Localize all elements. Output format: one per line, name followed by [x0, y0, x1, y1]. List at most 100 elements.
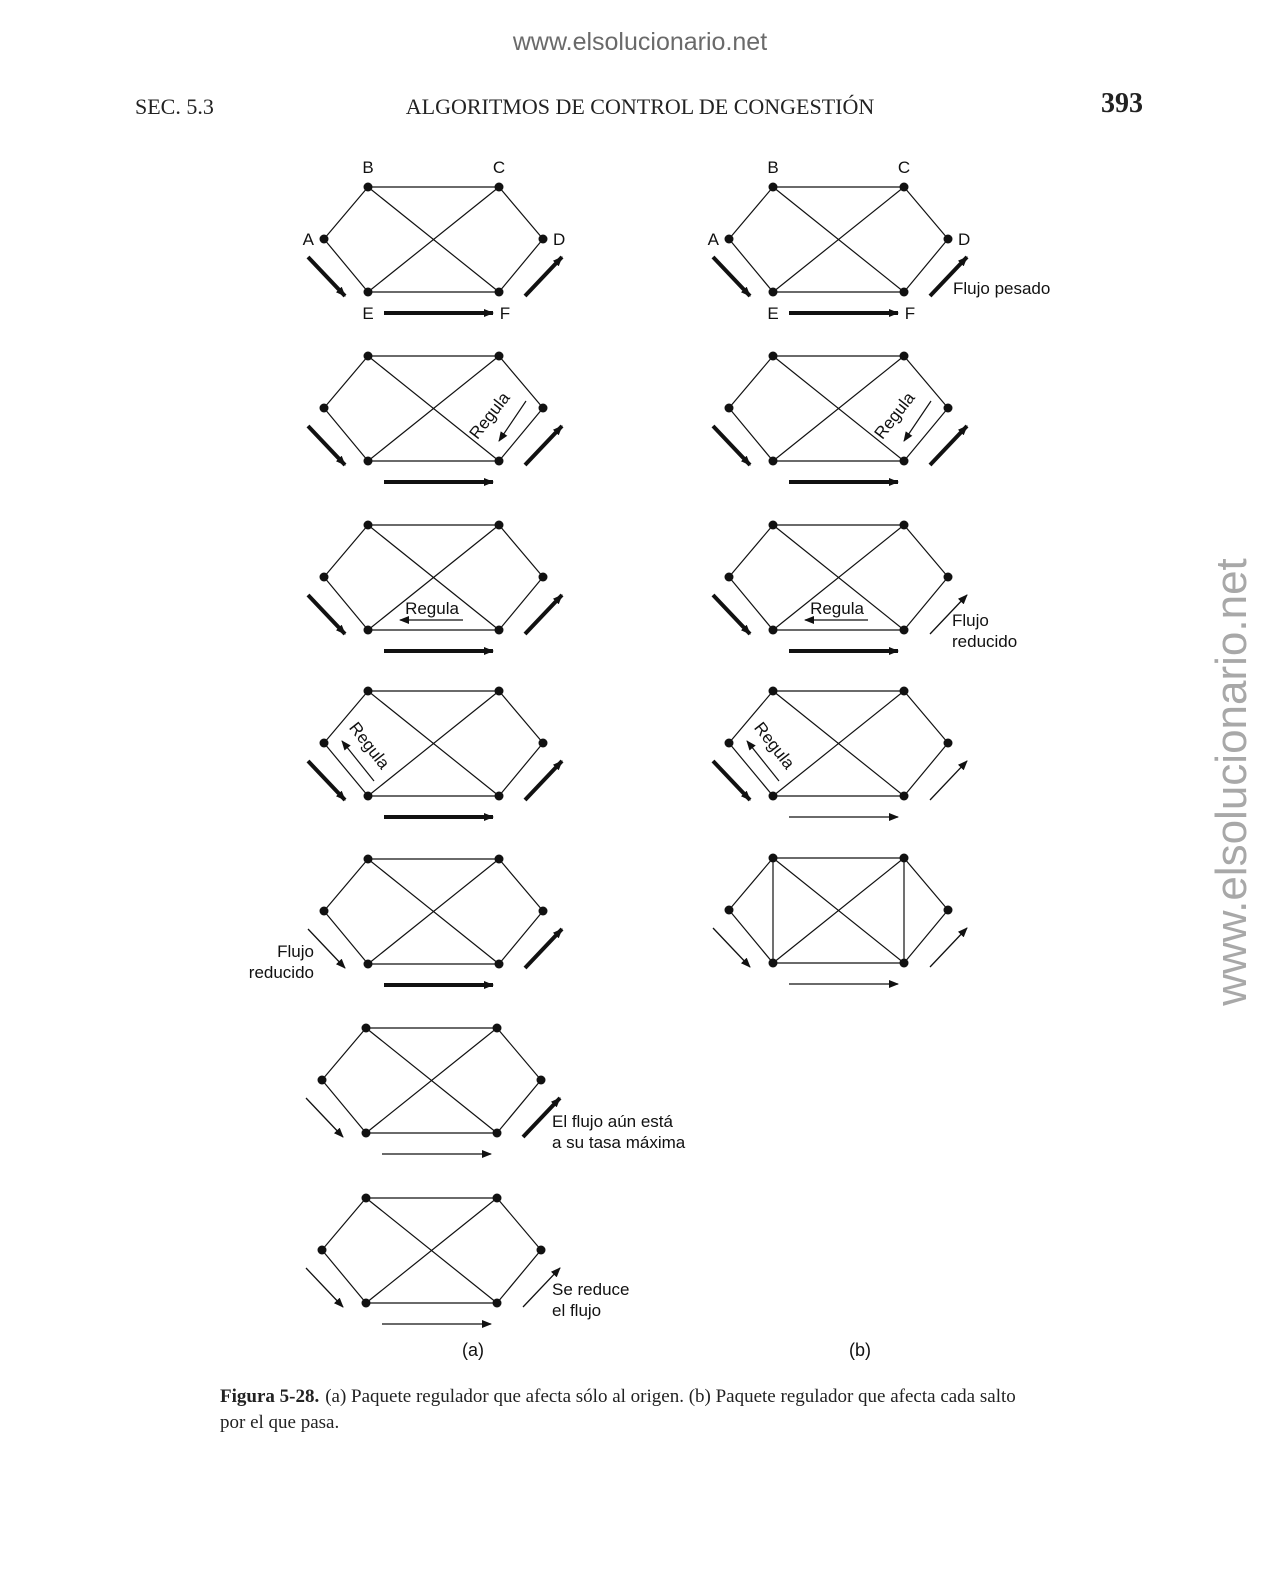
router-node-a: [724, 572, 734, 582]
note-flujo: Flujo: [277, 942, 314, 961]
router-node-f: [899, 456, 909, 466]
router-node-e: [363, 625, 373, 635]
figure-caption: Figura 5-28.(a) Paquete regulador que af…: [220, 1384, 1040, 1436]
router-node-b: [768, 853, 778, 863]
router-node-b: [768, 182, 778, 192]
router-node-b: [768, 686, 778, 696]
link-c-e: [365, 1197, 498, 1304]
router-node-a: [319, 906, 329, 916]
router-node-e: [768, 791, 778, 801]
flow-arrow-a-e: [711, 593, 752, 636]
flow-arrow-a-e: [711, 255, 752, 298]
flow-arrow-a-e: [712, 927, 751, 968]
link-d-f: [903, 238, 949, 293]
choke-packet-arrow: [341, 740, 375, 782]
note-flujo-aun-line1: El flujo aún está: [552, 1112, 674, 1131]
router-node-c: [494, 854, 504, 864]
link-c-d: [498, 355, 544, 409]
link-a-e: [728, 742, 774, 797]
router-node-f: [899, 791, 909, 801]
link-d-f: [903, 407, 949, 462]
link-a-b: [728, 690, 774, 744]
choke-label-regula: Regula: [405, 599, 459, 618]
router-node-d: [943, 572, 953, 582]
router-node-e: [361, 1298, 371, 1308]
node-label-a: A: [303, 230, 315, 249]
node-label-f: F: [905, 304, 915, 323]
flow-arrow-f-d: [928, 424, 969, 467]
choke-packet-arrow: [903, 400, 932, 442]
section-label: SEC. 5.3: [135, 94, 214, 119]
link-a-b: [323, 690, 369, 744]
router-node-e: [363, 791, 373, 801]
choke-packet-arrow: [746, 740, 780, 782]
choke-label-regula: Regula: [466, 388, 514, 443]
link-a-b: [323, 186, 369, 240]
router-node-c: [494, 520, 504, 530]
router-node-b: [363, 854, 373, 864]
page-number: 393: [1101, 88, 1143, 119]
link-c-e: [367, 690, 500, 797]
link-c-e: [367, 524, 500, 631]
choke-label-regula: Regula: [750, 719, 798, 774]
router-node-c: [492, 1193, 502, 1203]
router-node-c: [899, 853, 909, 863]
link-a-b: [728, 524, 774, 578]
link-a-e: [323, 576, 369, 631]
flow-arrow-f-d: [523, 927, 564, 970]
link-c-d: [903, 186, 949, 240]
link-c-d: [498, 690, 544, 744]
router-node-d: [943, 738, 953, 748]
choke-packet-arrow: [498, 400, 527, 442]
link-c-d: [903, 355, 949, 409]
node-label-e: E: [767, 304, 778, 323]
router-node-a: [724, 738, 734, 748]
link-a-b: [323, 524, 369, 578]
link-c-e: [365, 1027, 498, 1134]
network-diagram: [712, 853, 968, 988]
link-c-e: [772, 524, 905, 631]
link-c-e: [367, 858, 500, 965]
node-label-f: F: [500, 304, 510, 323]
link-a-e: [728, 909, 774, 964]
router-node-e: [363, 959, 373, 969]
router-node-e: [768, 456, 778, 466]
router-node-f: [899, 625, 909, 635]
link-a-e: [323, 407, 369, 462]
router-node-d: [538, 572, 548, 582]
link-a-b: [728, 857, 774, 911]
link-c-e: [772, 857, 905, 964]
router-node-e: [768, 625, 778, 635]
router-node-a: [724, 234, 734, 244]
router-node-a: [319, 738, 329, 748]
choke-label-regula: Regula: [871, 388, 919, 443]
note-flujo-aun-line2: a su tasa máxima: [552, 1133, 686, 1152]
router-node-b: [363, 686, 373, 696]
flow-arrow-a-e: [306, 593, 347, 636]
router-node-d: [538, 403, 548, 413]
node-label-d: D: [958, 230, 970, 249]
router-node-e: [768, 287, 778, 297]
router-node-d: [536, 1075, 546, 1085]
caption-label: Figura 5-28.: [220, 1386, 320, 1407]
router-node-a: [319, 403, 329, 413]
link-c-d: [496, 1197, 542, 1251]
router-node-b: [768, 351, 778, 361]
link-d-f: [498, 576, 544, 631]
flow-arrow-f-d: [523, 424, 564, 467]
router-node-a: [319, 234, 329, 244]
router-node-f: [494, 287, 504, 297]
link-d-f: [498, 407, 544, 462]
link-a-e: [323, 742, 369, 797]
node-label-c: C: [898, 158, 910, 177]
router-node-d: [536, 1245, 546, 1255]
flow-arrow-f-d: [929, 927, 968, 968]
link-a-b: [323, 858, 369, 912]
link-a-e: [321, 1079, 367, 1134]
caption-text: (a) Paquete regulador que afecta sólo al…: [220, 1386, 1016, 1433]
router-node-b: [361, 1023, 371, 1033]
router-node-e: [768, 958, 778, 968]
node-label-b: B: [362, 158, 373, 177]
router-node-c: [494, 351, 504, 361]
